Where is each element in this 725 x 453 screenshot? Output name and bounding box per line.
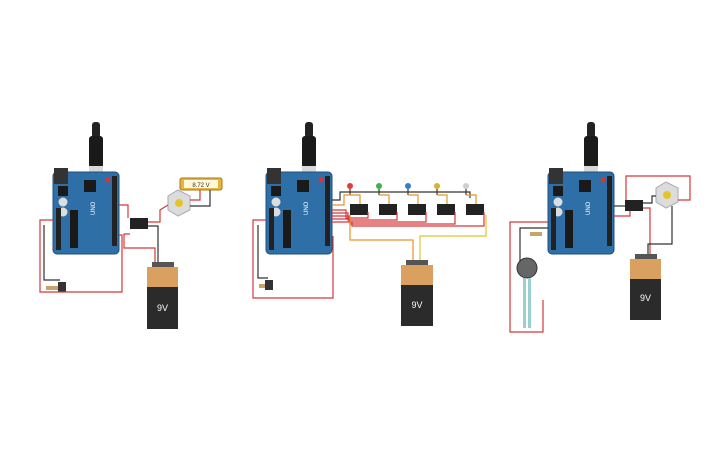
circuit-3: UNO 9V (509, 122, 691, 333)
arduino-logo-label: UNO (91, 201, 97, 215)
force-sensor[interactable] (516, 257, 538, 328)
pushbutton[interactable] (58, 282, 66, 292)
circuit-2: UNO 9V (252, 122, 487, 326)
relay-module-5[interactable] (466, 204, 484, 215)
usb-cable[interactable] (584, 122, 598, 182)
battery-label: 9V (411, 300, 422, 310)
arduino-logo-label: UNO (586, 201, 592, 215)
resistor[interactable] (530, 232, 542, 236)
relay-module[interactable] (130, 218, 148, 229)
multimeter[interactable]: 8.72 V (179, 177, 223, 191)
led-red[interactable] (347, 183, 353, 195)
relay-module-3[interactable] (408, 204, 426, 215)
led-yellow[interactable] (434, 183, 440, 195)
multimeter-reading: 8.72 V (192, 183, 209, 189)
relay-module[interactable] (625, 200, 643, 211)
battery-9v[interactable]: 9V (630, 254, 661, 320)
circuit-1: UNO 8.72 V 9V (39, 122, 223, 329)
dc-motor[interactable] (655, 181, 679, 209)
led-blue[interactable] (405, 183, 411, 195)
wires-circuit-1 (39, 190, 211, 293)
arduino-board[interactable]: UNO (547, 168, 615, 255)
arduino-board[interactable]: UNO (265, 168, 333, 255)
dc-motor[interactable] (167, 189, 191, 217)
relay-module-1[interactable] (350, 204, 368, 215)
battery-label: 9V (157, 303, 168, 313)
relay-module-4[interactable] (437, 204, 455, 215)
wires-circuit-2 (252, 191, 487, 299)
battery-9v[interactable]: 9V (401, 260, 433, 326)
arduino-board[interactable]: UNO (52, 168, 120, 255)
led-green[interactable] (376, 183, 382, 195)
battery-9v[interactable]: 9V (147, 262, 178, 329)
arduino-logo-label: UNO (304, 201, 310, 215)
led-white[interactable] (463, 183, 469, 195)
battery-label: 9V (640, 293, 651, 303)
relay-module-2[interactable] (379, 204, 397, 215)
wires-circuit-3 (509, 175, 691, 333)
pushbutton[interactable] (265, 280, 273, 290)
resistor[interactable] (46, 286, 58, 290)
